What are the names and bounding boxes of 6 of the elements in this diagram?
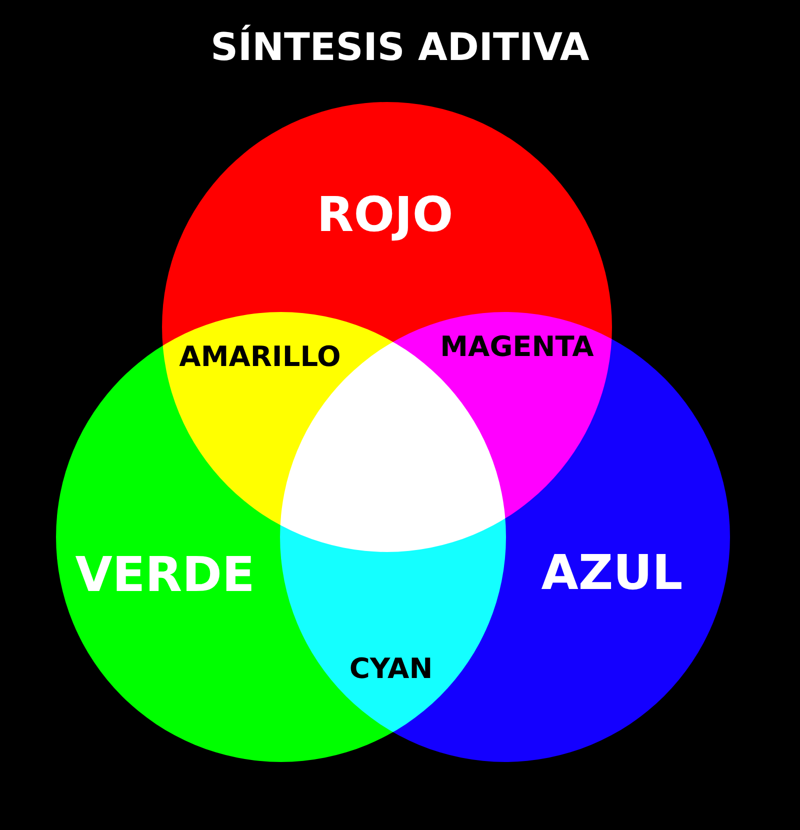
mixed-color-name: MAGENTA — [440, 333, 594, 361]
color-name: VERDE — [75, 551, 255, 599]
mixed-color-name: CYAN — [349, 655, 433, 683]
color-name: AZUL — [541, 549, 683, 597]
color-name: ROJO — [316, 191, 454, 239]
mixed-color-name: AMARILLO — [179, 343, 341, 371]
